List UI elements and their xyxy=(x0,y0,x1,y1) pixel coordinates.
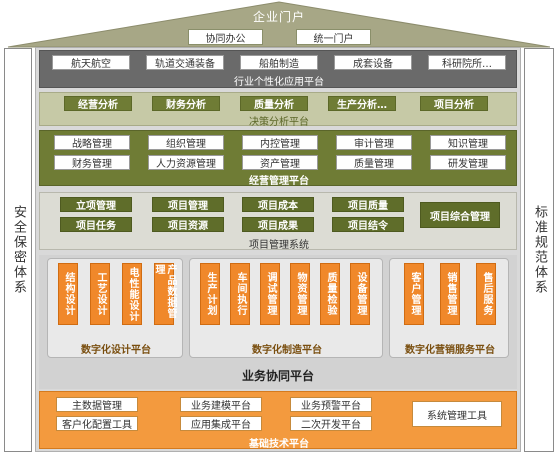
collab-office-button[interactable]: 协同办公 xyxy=(188,29,263,45)
decision-platform-band: 经营分析 财务分析 质量分析 生产分析… 项目分析 决策分析平台 xyxy=(39,92,517,128)
management-platform-band: 战略管理 组织管理 内控管理 审计管理 知识管理 财务管理 人力资源管理 资产管… xyxy=(39,130,517,187)
mfg-debug[interactable]: 调试管理 xyxy=(260,263,280,325)
mgmt-knowledge[interactable]: 知识管理 xyxy=(430,135,506,150)
design-electrical[interactable]: 电性能设计 xyxy=(122,263,142,325)
base-custom-config[interactable]: 客户化配置工具 xyxy=(56,416,138,431)
mgmt-finance[interactable]: 财务管理 xyxy=(54,155,130,170)
svc-after-sales[interactable]: 售后服务 xyxy=(476,263,496,325)
decision-quality[interactable]: 质量分析 xyxy=(240,96,308,111)
unified-portal-button[interactable]: 统一门户 xyxy=(296,29,371,45)
base-tech-band: 主数据管理 客户化配置工具 业务建模平台 应用集成平台 业务预警平台 二次开发平… xyxy=(39,391,517,450)
design-structure[interactable]: 结构设计 xyxy=(58,263,78,325)
mgmt-organization[interactable]: 组织管理 xyxy=(148,135,224,150)
decision-project[interactable]: 项目分析 xyxy=(420,96,488,111)
mfg-equipment[interactable]: 设备管理 xyxy=(350,263,370,325)
industry-platform-band: 航天航空 轨道交通装备 船舶制造 成套设备 科研院所… 行业个性化应用平台 xyxy=(39,50,517,88)
base-secondary-dev[interactable]: 二次开发平台 xyxy=(290,416,372,431)
digital-service-panel: 客户管理 销售管理 售后服务 数字化营销服务平台 xyxy=(389,258,509,358)
base-biz-modeling[interactable]: 业务建模平台 xyxy=(180,397,262,412)
mgmt-rnd[interactable]: 研发管理 xyxy=(430,155,506,170)
architecture-panel: 航天航空 轨道交通装备 船舶制造 成套设备 科研院所… 行业个性化应用平台 经营… xyxy=(35,47,521,452)
svc-customer[interactable]: 客户管理 xyxy=(404,263,424,325)
industry-equipment[interactable]: 成套设备 xyxy=(334,55,412,70)
digital-manufacture-panel: 生产计划 车间执行 调试管理 物资管理 质量检验 设备管理 数字化制造平台 xyxy=(189,258,383,358)
base-app-integration[interactable]: 应用集成平台 xyxy=(180,416,262,431)
industry-aerospace[interactable]: 航天航空 xyxy=(52,55,130,70)
proj-task[interactable]: 项目任务 xyxy=(60,217,132,232)
management-platform-title: 经营管理平台 xyxy=(249,176,309,187)
mgmt-strategy[interactable]: 战略管理 xyxy=(54,135,130,150)
design-pdm[interactable]: 产品数据管理 xyxy=(153,263,176,325)
security-system-column: 安全保密体系 xyxy=(4,48,32,452)
industry-platform-title: 行业个性化应用平台 xyxy=(234,77,324,88)
mgmt-hr[interactable]: 人力资源管理 xyxy=(148,155,224,170)
proj-quality[interactable]: 项目质量 xyxy=(332,197,404,212)
portal-title: 企业门户 xyxy=(252,9,305,24)
industry-research[interactable]: 科研院所… xyxy=(428,55,506,70)
digital-design-panel: 结构设计 工艺设计 电性能设计 产品数据管理 数字化设计平台 xyxy=(47,258,183,358)
proj-integrated[interactable]: 项目综合管理 xyxy=(420,202,500,228)
security-system-label: 安全保密体系 xyxy=(11,205,26,295)
mfg-plan[interactable]: 生产计划 xyxy=(200,263,220,325)
mgmt-assets[interactable]: 资产管理 xyxy=(242,155,318,170)
proj-closure[interactable]: 项目结令 xyxy=(332,217,404,232)
proj-initiation[interactable]: 立项管理 xyxy=(60,197,132,212)
project-system-band: 立项管理 项目管理 项目成本 项目质量 项目任务 项目资源 项目成果 项目结令 … xyxy=(39,192,517,251)
base-tech-title: 基础技术平台 xyxy=(249,439,309,450)
base-master-data[interactable]: 主数据管理 xyxy=(56,397,138,412)
mgmt-audit[interactable]: 审计管理 xyxy=(336,135,412,150)
design-process[interactable]: 工艺设计 xyxy=(90,263,110,325)
proj-resource[interactable]: 项目资源 xyxy=(152,217,224,232)
digital-design-label: 数字化设计平台 xyxy=(81,345,151,356)
decision-production[interactable]: 生产分析… xyxy=(328,96,396,111)
svc-sales[interactable]: 销售管理 xyxy=(440,263,460,325)
decision-finance[interactable]: 财务分析 xyxy=(152,96,220,111)
digital-service-label: 数字化营销服务平台 xyxy=(405,345,495,356)
proj-cost[interactable]: 项目成本 xyxy=(242,197,314,212)
mfg-materials[interactable]: 物资管理 xyxy=(290,263,310,325)
business-collab-title: 业务协同平台 xyxy=(241,369,314,383)
standards-system-column: 标准规范体系 xyxy=(524,48,554,452)
decision-business[interactable]: 经营分析 xyxy=(64,96,132,111)
business-collab-area: 结构设计 工艺设计 电性能设计 产品数据管理 数字化设计平台 生产计划 车间执行… xyxy=(39,255,517,389)
digital-manufacture-label: 数字化制造平台 xyxy=(252,345,322,356)
industry-rail[interactable]: 轨道交通装备 xyxy=(146,55,224,70)
mfg-workshop[interactable]: 车间执行 xyxy=(230,263,250,325)
decision-platform-title: 决策分析平台 xyxy=(249,117,309,128)
mfg-inspection[interactable]: 质量检验 xyxy=(320,263,340,325)
project-system-title: 项目管理系统 xyxy=(249,240,309,251)
industry-shipbuilding[interactable]: 船舶制造 xyxy=(240,55,318,70)
proj-management[interactable]: 项目管理 xyxy=(152,197,224,212)
base-biz-alert[interactable]: 业务预警平台 xyxy=(290,397,372,412)
base-sys-mgmt[interactable]: 系统管理工具 xyxy=(412,401,502,427)
standards-system-label: 标准规范体系 xyxy=(532,205,547,295)
mgmt-quality[interactable]: 质量管理 xyxy=(336,155,412,170)
proj-result[interactable]: 项目成果 xyxy=(242,217,314,232)
mgmt-internal-control[interactable]: 内控管理 xyxy=(242,135,318,150)
